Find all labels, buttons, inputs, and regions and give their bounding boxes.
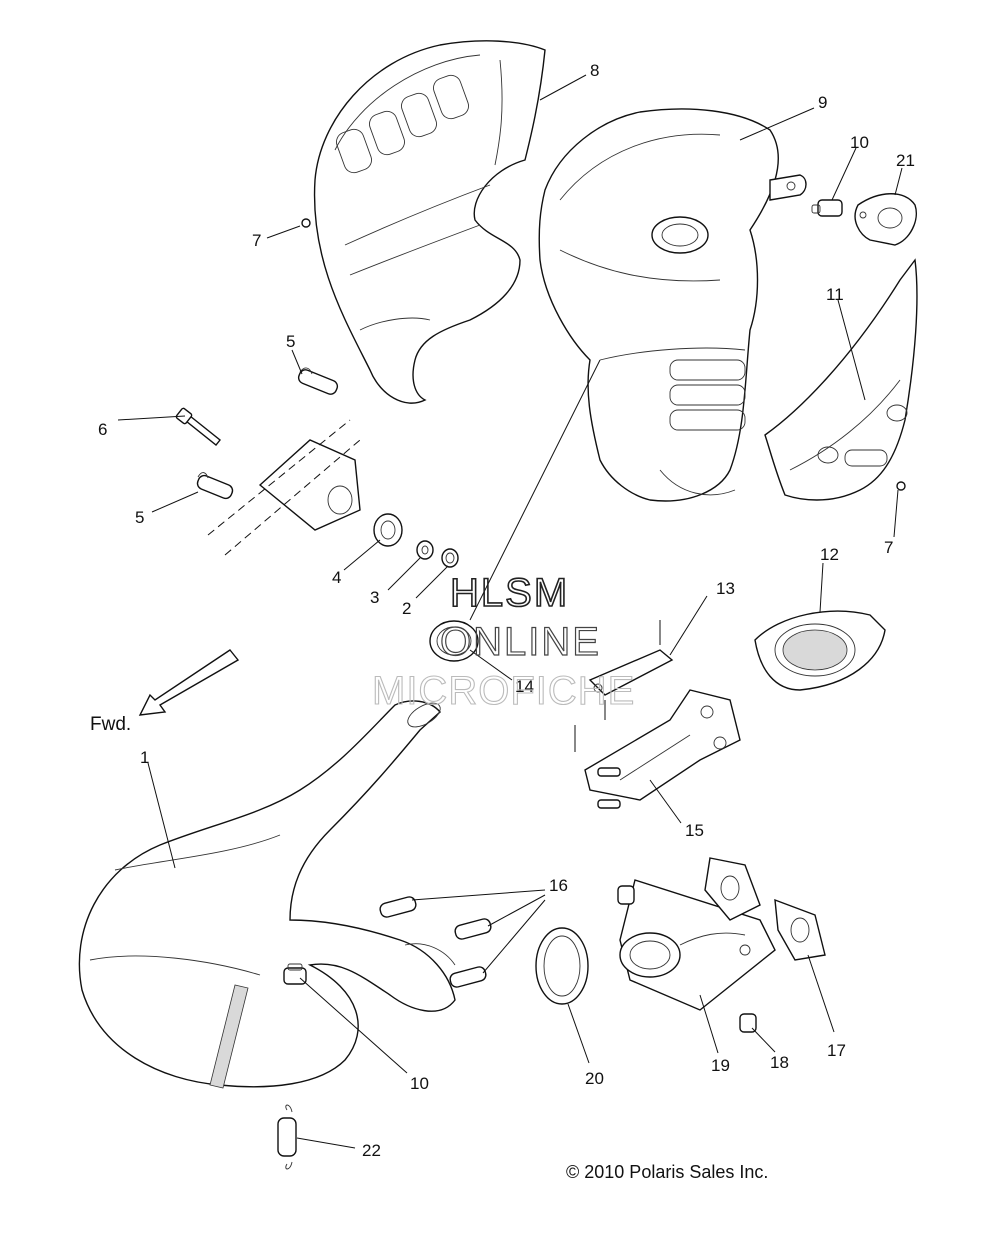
part-15-mount-plate <box>574 689 741 809</box>
part-13-bracket <box>588 620 674 720</box>
part-10-plug-top <box>811 199 843 217</box>
copyright-text: © 2010 Polaris Sales Inc. <box>566 1162 768 1182</box>
part-6-bolt <box>175 407 221 446</box>
callout-11: 11 <box>826 285 844 304</box>
callout-12: 12 <box>820 545 839 564</box>
callout-21: 21 <box>896 151 915 170</box>
part-11-lower-shield <box>764 258 918 501</box>
callout-6: 6 <box>98 420 107 439</box>
part-22-spring <box>277 1104 297 1170</box>
part-7-screw-right <box>896 481 906 491</box>
part-17-gasket-lower <box>774 898 826 961</box>
callout-13: 13 <box>716 579 735 598</box>
callout-22: 22 <box>362 1141 381 1160</box>
callouts: 8 9 10 21 11 7 5 6 5 4 3 2 7 12 13 14 15… <box>98 61 915 1160</box>
callout-3: 3 <box>370 588 379 607</box>
part-16-spring-b <box>454 918 492 940</box>
part-5-spring-lower <box>196 472 234 500</box>
part-16-spring-c <box>449 966 487 988</box>
part-3-washer <box>416 540 434 560</box>
callout-5-upper: 5 <box>286 332 295 351</box>
callout-2: 2 <box>402 599 411 618</box>
part-1-exhaust-pipe <box>78 700 456 1089</box>
callout-14: 14 <box>515 677 534 696</box>
callout-5-lower: 5 <box>135 508 144 527</box>
callout-17: 17 <box>827 1041 846 1060</box>
callout-10-top: 10 <box>850 133 869 152</box>
watermark-line-2: ONLINE <box>440 620 601 664</box>
part-4-grommet <box>207 419 403 556</box>
part-12-flange <box>754 610 886 691</box>
callout-7-right: 7 <box>884 538 893 557</box>
callout-10-lower: 10 <box>410 1074 429 1093</box>
watermark-line-3: MICROFICHE <box>372 669 635 713</box>
part-7-screw-left <box>301 218 311 228</box>
callout-19: 19 <box>711 1056 730 1075</box>
callout-4: 4 <box>332 568 341 587</box>
part-20-sealing-ring <box>535 927 589 1005</box>
part-14-seal-ring <box>429 620 479 662</box>
callout-18: 18 <box>770 1053 789 1072</box>
forward-arrow <box>138 649 240 716</box>
part-2-bushing <box>441 548 459 568</box>
watermark-line-1: HLSM <box>450 571 569 615</box>
callout-15: 15 <box>685 821 704 840</box>
part-9-muffler <box>538 108 807 502</box>
part-18-stud <box>739 1013 757 1033</box>
callout-7-left: 7 <box>252 231 261 250</box>
watermark: HLSM ONLINE MICROFICHE <box>371 570 635 713</box>
part-16-spring-a <box>379 896 417 918</box>
part-17-gasket-upper <box>704 857 761 921</box>
part-5-spring-upper <box>297 367 339 395</box>
callout-20: 20 <box>585 1069 604 1088</box>
part-21-gasket <box>854 193 917 246</box>
callout-1: 1 <box>140 748 149 767</box>
part-10-plug-lower <box>283 963 307 985</box>
callout-9: 9 <box>818 93 827 112</box>
callout-16: 16 <box>549 876 568 895</box>
fwd-label: Fwd. <box>90 714 131 735</box>
leader-lines <box>117 74 903 1149</box>
part-8-heat-shield <box>313 40 546 404</box>
callout-8: 8 <box>590 61 599 80</box>
